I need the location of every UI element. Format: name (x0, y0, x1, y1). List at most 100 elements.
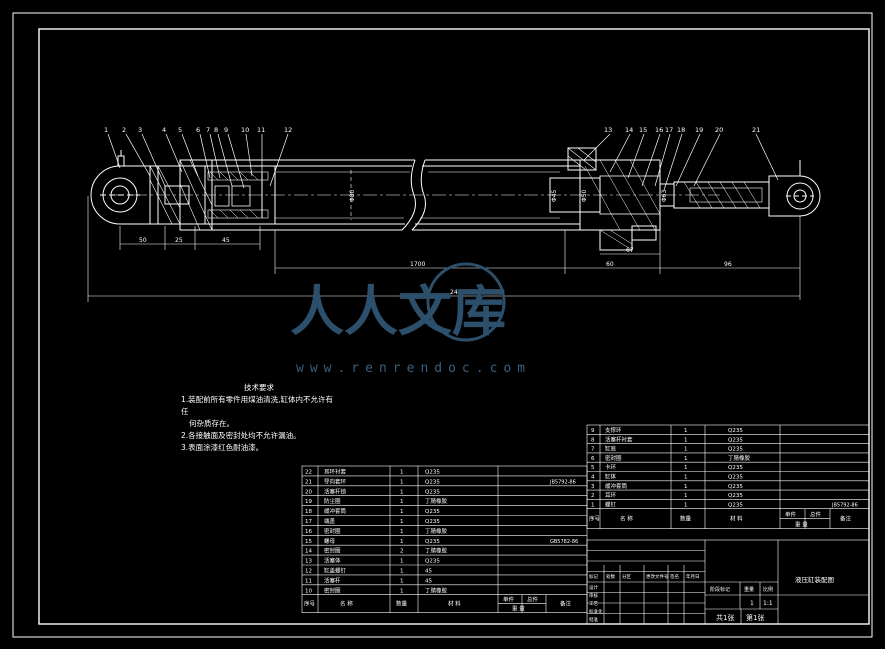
balloon-10: 10 (241, 126, 249, 134)
bom-right-material: Q235 (728, 502, 743, 508)
balloon-6: 6 (196, 126, 200, 134)
sign-label-1: 审核 (589, 592, 598, 599)
scale-label: 比例 (763, 586, 773, 593)
bom-right-no: 3 (591, 484, 595, 490)
rod-end-gland (549, 147, 675, 251)
balloon-12: 12 (284, 126, 292, 134)
bom-left-name: 密封圈 (324, 547, 341, 555)
bom-right-no: 6 (591, 456, 595, 462)
bom-right-name: 缓冲套筒 (605, 482, 628, 490)
bom-left-name: 耳环衬套 (324, 468, 347, 476)
bom-right-no: 4 (591, 475, 595, 481)
bom-left-header-no: 序号 (304, 600, 316, 608)
bom-right-code: JB5792-86 (831, 502, 858, 508)
bom-right-header-material: 材 料 (730, 515, 743, 523)
bom-right-name: 密封圈 (605, 454, 622, 462)
bom-right-header-total: 总件 (810, 511, 822, 519)
bom-left-no: 21 (305, 479, 312, 485)
bom-left-header-total: 总件 (527, 596, 539, 604)
balloon-3: 3 (138, 126, 142, 134)
bom-left-material: Q235 (425, 479, 440, 485)
technical-requirements: 技术要求 1.装配前所有零件用煤油清洗,缸体内不允许有 任 何杂质存在。 2.各… (181, 382, 334, 452)
tech-req-line-3: 何杂质存在。 (189, 418, 234, 428)
bom-left-code: JB5792-86 (549, 479, 576, 485)
bom-left-no: 13 (305, 559, 312, 565)
outer-border (12, 12, 873, 638)
watermark-url: www.renrendoc.com (296, 361, 531, 376)
bom-left-code: GB5782-86 (550, 539, 578, 545)
tech-req-line-1: 1.装配前所有零件用煤油清洗,缸体内不允许有 (181, 394, 334, 404)
dim-phi45: Φ45 (551, 189, 558, 202)
bom-left-qty: 1 (400, 470, 404, 476)
dimension-labels: 50 25 45 1700 60 67 96 2440 Φ80 Φ45 Φ50 … (139, 189, 732, 296)
rev-label-3: 更改文件号 (646, 573, 669, 580)
bom-right-name: 缸底 (605, 445, 617, 453)
bom-right-qty: 1 (684, 437, 688, 443)
rev-label-2: 分区 (622, 573, 631, 580)
bom-left-name: 缓冲套筒 (324, 507, 347, 515)
bom-left-name: 缸盖螺钉 (324, 567, 347, 575)
balloon-19: 19 (695, 126, 703, 134)
bom-left-qty: 1 (400, 559, 404, 565)
dim-phi63: Φ63 (661, 189, 668, 202)
bom-left-header-material: 材 料 (448, 600, 461, 608)
bom-left-qty: 1 (400, 509, 404, 515)
bom-left-name: 密封圈 (324, 527, 341, 535)
inner-border (38, 28, 870, 625)
dim-2440: 2440 (450, 289, 465, 296)
dim-67: 67 (626, 247, 634, 254)
bom-left-no: 17 (305, 519, 312, 525)
bom-right-qty: 1 (684, 484, 688, 490)
bom-right-header-single: 单件 (785, 511, 797, 519)
bom-left-qty: 1 (400, 529, 404, 535)
dim-25: 25 (175, 237, 183, 244)
stage-label: 阶段标记 (710, 586, 730, 593)
balloon-2: 2 (122, 126, 126, 134)
bom-right-name: 支撑环 (605, 426, 622, 434)
bom-left-name: 活塞杆锁 (324, 487, 347, 495)
bom-left-qty: 2 (400, 549, 404, 555)
bom-left-no: 10 (305, 588, 312, 594)
tech-req-line-5: 3.表面涂漆红色耐油漆。 (181, 442, 263, 452)
bom-right-material: Q235 (728, 437, 743, 443)
rev-label-0: 标记 (589, 573, 598, 580)
bom-left-no: 22 (305, 470, 312, 476)
barrel (110, 159, 720, 231)
dim-60: 60 (606, 261, 614, 268)
bom-right-no: 2 (591, 493, 595, 499)
bom-right-header-name: 名 称 (620, 515, 633, 523)
balloon-9: 9 (224, 126, 228, 134)
bom-right-name: 螺钉 (605, 500, 617, 508)
dim-phi80: Φ80 (349, 189, 356, 202)
bom-right-material: Q235 (728, 447, 743, 453)
right-eye-end (768, 160, 821, 217)
balloon-17: 17 (665, 126, 673, 134)
balloon-4: 4 (162, 126, 166, 134)
weight-value: 1 (750, 600, 754, 607)
bom-left-name: 导向套环 (324, 477, 347, 485)
balloon-5: 5 (178, 126, 182, 134)
bom-left-material: 丁腈橡胶 (425, 527, 448, 535)
balloon-20: 20 (715, 126, 723, 134)
bom-left-header-weight: 重 量 (512, 605, 525, 613)
bom-left-qty: 1 (400, 519, 404, 525)
bom-left-header-remark: 备注 (560, 600, 572, 608)
bom-left-qty: 1 (400, 489, 404, 495)
balloon-labels: 1 2 3 4 5 6 7 8 9 10 11 12 13 14 15 16 1… (104, 126, 760, 134)
balloon-15: 15 (639, 126, 647, 134)
watermark-ring (426, 262, 506, 342)
bom-right-material: Q235 (728, 465, 743, 471)
balloon-13: 13 (604, 126, 612, 134)
scale-value: 1:1 (763, 600, 773, 607)
bom-right-qty: 1 (684, 502, 688, 508)
bom-left-qty: 1 (400, 588, 404, 594)
bom-right-qty: 1 (684, 456, 688, 462)
bom-right-no: 5 (591, 465, 595, 471)
tech-req-line-4: 2.各接触面及密封处均不允许漏油。 (181, 430, 301, 440)
dim-50: 50 (139, 237, 147, 244)
dim-45: 45 (222, 237, 230, 244)
balloon-8: 8 (214, 126, 218, 134)
